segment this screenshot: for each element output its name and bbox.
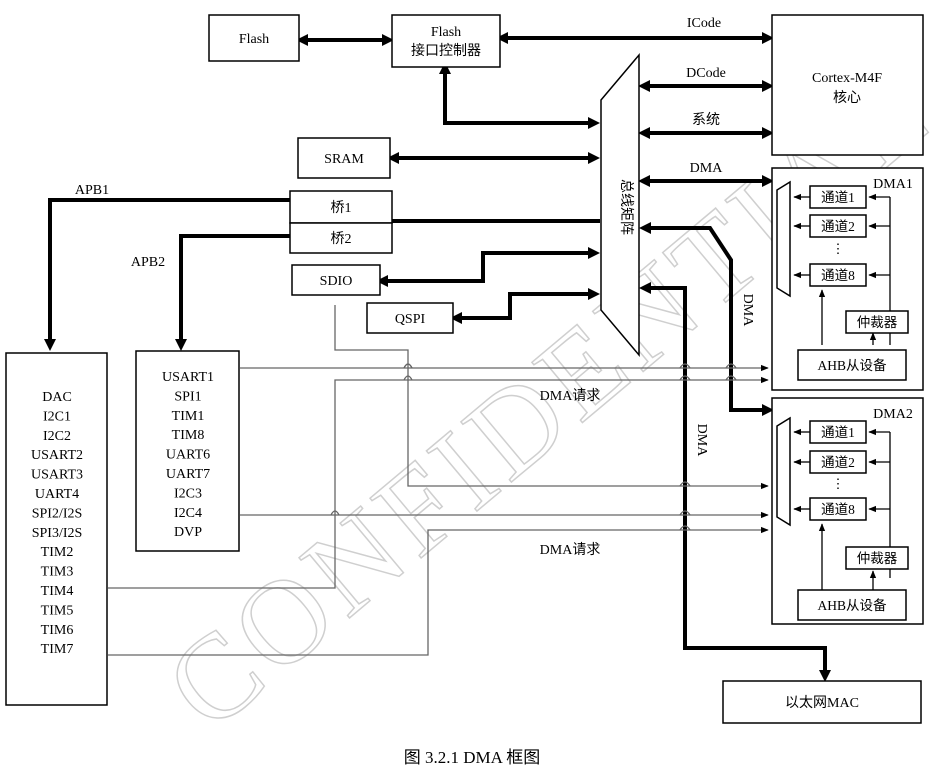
apb1-peripheral-item: TIM5 (41, 603, 74, 618)
dma1-controller: DMA1 通道1 通道2 ⋮ 通道8 仲裁器 AHB从设备 (771, 167, 924, 391)
dma2-controller: DMA2 通道1 通道2 ⋮ 通道8 仲裁器 AHB从设备 (771, 397, 924, 625)
system-bus-label: 系统 (692, 112, 720, 128)
dma1-ahb-slave: AHB从设备 (817, 357, 887, 373)
bus-matrix: 总线矩阵 (600, 52, 640, 358)
cortex-core-block: Cortex-M4F 核心 (771, 14, 924, 156)
dma1-title: DMA1 (873, 177, 913, 192)
apb1-peripheral-item: USART2 (31, 448, 83, 463)
sram-block: SRAM (297, 137, 391, 179)
flash-block: Flash (208, 14, 300, 62)
icode-label: ICode (687, 16, 721, 31)
bridge-1-block: 桥1 (289, 190, 393, 224)
bridge-2-label: 桥2 (331, 231, 352, 247)
bus-labels: ICode DCode 系统 DMA APB1 APB2 DMA DMA DMA… (75, 16, 755, 558)
apb2-peripheral-item: TIM8 (172, 428, 205, 443)
dcode-label: DCode (686, 66, 726, 81)
apb2-peripheral-item: TIM1 (172, 409, 205, 424)
dma1-channel-2: 通道2 (821, 219, 855, 234)
bridge-1-label: 桥1 (331, 200, 352, 216)
dma-bus-label: DMA (690, 161, 724, 176)
ethernet-mac-label: 以太网MAC (785, 695, 859, 711)
apb2-label: APB2 (131, 255, 165, 270)
apb1-peripheral-item: TIM7 (41, 642, 74, 657)
apb2-peripheral-item: I2C3 (174, 486, 202, 501)
dma-vertical-label-2: DMA (694, 424, 709, 458)
apb2-peripheral-item: UART7 (166, 467, 210, 482)
dma-vertical-label-1: DMA (740, 294, 755, 328)
dma-request-lines (108, 305, 769, 656)
apb2-peripheral-item: UART6 (166, 448, 210, 463)
apb2-peripheral-item: DVP (174, 525, 202, 540)
apb1-peripheral-item: TIM2 (41, 545, 74, 560)
qspi-block: QSPI (366, 302, 454, 334)
bus-connections (44, 32, 831, 682)
dma2-channel-8: 通道8 (821, 502, 855, 517)
dma1-arbiter: 仲裁器 (857, 315, 898, 330)
apb2-peripheral-item: USART1 (162, 370, 214, 385)
apb1-peripheral-item: I2C1 (43, 409, 71, 424)
dma-request-label-2: DMA请求 (540, 542, 601, 558)
flash-label: Flash (239, 32, 269, 47)
dma2-title: DMA2 (873, 407, 913, 422)
ethernet-mac-block: 以太网MAC (722, 680, 922, 724)
apb1-peripheral-item: USART3 (31, 468, 83, 483)
apb1-peripheral-item: TIM3 (41, 565, 74, 580)
dma2-ahb-slave: AHB从设备 (817, 597, 887, 613)
apb1-label: APB1 (75, 183, 109, 198)
figure-caption: 图 3.2.1 DMA 框图 (404, 748, 540, 767)
sdio-block: SDIO (291, 264, 381, 296)
bridge-2-block: 桥2 (289, 222, 393, 254)
flash-controller-label-2: 接口控制器 (411, 42, 481, 59)
flash-controller-label-1: Flash (431, 25, 461, 40)
qspi-label: QSPI (395, 312, 426, 327)
dma1-channel-1: 通道1 (821, 190, 855, 205)
cortex-label-1: Cortex-M4F (812, 71, 882, 86)
apb1-peripheral-item: SPI3/I2S (32, 526, 83, 541)
bus-matrix-label: 总线矩阵 (618, 179, 634, 235)
cortex-label-2: 核心 (833, 90, 861, 106)
dma2-dots: ⋮ (831, 476, 845, 491)
apb2-peripheral-item: SPI1 (174, 389, 201, 404)
apb1-peripheral-item: DAC (42, 390, 72, 405)
apb1-peripheral-item: UART4 (35, 487, 79, 502)
apb1-peripheral-item: SPI2/I2S (32, 506, 83, 521)
dma-request-label-1: DMA请求 (540, 388, 601, 404)
dma2-channel-2: 通道2 (821, 455, 855, 470)
dma2-channel-1: 通道1 (821, 425, 855, 440)
flash-controller-block: Flash 接口控制器 (391, 14, 501, 68)
sdio-label: SDIO (320, 274, 353, 289)
dma1-channel-8: 通道8 (821, 268, 855, 283)
apb1-peripheral-item: TIM6 (41, 623, 74, 638)
dma1-dots: ⋮ (831, 241, 845, 256)
apb2-peripheral-item: I2C4 (174, 506, 202, 521)
dma2-arbiter: 仲裁器 (857, 551, 898, 566)
sram-label: SRAM (324, 152, 364, 167)
apb1-peripheral-item: TIM4 (41, 584, 74, 599)
apb1-peripheral-item: I2C2 (43, 429, 71, 444)
